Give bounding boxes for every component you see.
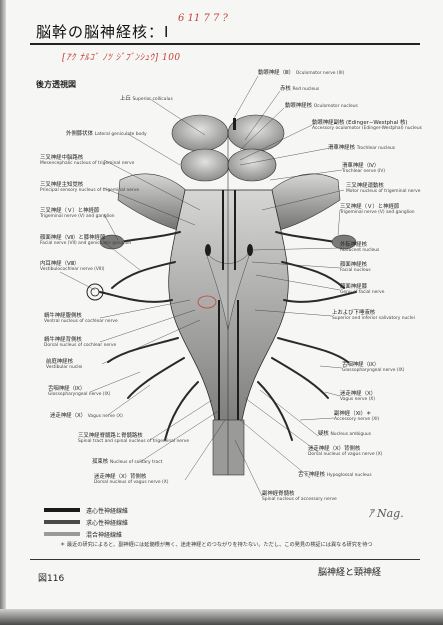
legend-swatch-mixed <box>44 532 80 536</box>
section-label: 後方透視図 <box>36 80 76 89</box>
label-nucleus-solitary-tract: 孤束核 Nucleus of solitary tract <box>92 459 163 465</box>
label-trochlear-nerve: 滑車神経（Ⅳ）Trochlear nerve (IV) <box>342 163 386 175</box>
legend-label-mixed: 混合神経線維 <box>86 532 123 539</box>
label-accessory-nerve: 副神経（Ⅺ）＊Accessory nerve (XI) <box>334 411 380 423</box>
label-edinger-westphal-nucleus: 動眼神経副核 (Edinger−Westphal 核)Accessory ocu… <box>312 120 422 132</box>
label-glossopharyngeal-nerve-left: 舌咽神経（Ⅸ）Glossopharyngeal nerve (IX) <box>48 386 111 398</box>
handwritten-note-top: 6 11 7 7 ? <box>178 13 228 24</box>
artist-signature: ｱ Nag. <box>368 507 404 520</box>
label-vagus-nerve-right: 迷走神経（Ⅹ）Vagus nerve (X) <box>340 391 377 403</box>
legend-swatch-efferent <box>44 508 80 512</box>
title-rule <box>30 43 420 45</box>
label-oculomotor-nerve: 動眼神経（Ⅲ） Oculomotor nerve (III) <box>258 70 345 76</box>
label-hypoglossal-nucleus: 舌下神経核 Hypoglossal nucleus <box>298 472 372 478</box>
handwritten-note-sub: [ｱｸ ﾅﾙｺﾞ ﾉﾂ ｼﾞﾌﾞﾝｼｭｳ] 100 <box>62 53 181 63</box>
footnote: ＊ 最近の研究によると、副神経には延髄根が無く、迷走神経とのつながりを持たない。… <box>60 542 373 548</box>
label-vagus-nerve-left: 迷走神経（Ⅹ） Vagus nerve (X) <box>50 413 123 419</box>
figure-number: 図116 <box>38 574 65 584</box>
chapter-title: 脳神経と頸神経 <box>318 568 382 578</box>
legend-swatch-afferent <box>44 520 80 524</box>
label-lateral-geniculate-body: 外側膝状体 Lateral geniculate body <box>66 131 147 137</box>
page-bottom-edge <box>0 609 443 625</box>
label-nucleus-ambiguus: 疑核 Nucleus ambiguus <box>318 431 371 437</box>
legend-label-efferent: 遠心性神経線維 <box>86 508 129 515</box>
label-red-nucleus: 赤核 Red nucleus <box>280 86 320 92</box>
label-oculomotor-nucleus: 動眼神経核 Oculomotor nucleus <box>285 103 358 109</box>
label-superior-colliculus: 上丘 Superior colliculus <box>120 96 173 102</box>
bottom-rule <box>30 559 420 560</box>
page-title: 脳幹の脳神経核：I <box>36 23 170 41</box>
page-left-edge <box>0 0 6 625</box>
legend-label-afferent: 求心性神経線維 <box>86 520 129 527</box>
label-trochlear-nucleus: 滑車神経核 Trochlear nucleus <box>328 145 396 151</box>
label-glossopharyngeal-nerve-right: 舌咽神経（Ⅸ）Glossopharyngeal nerve (IX) <box>342 362 405 374</box>
label-vestibulocochlear-nerve: 内耳神経（Ⅷ）Vestibulocochlear nerve (VIII) <box>40 261 105 273</box>
